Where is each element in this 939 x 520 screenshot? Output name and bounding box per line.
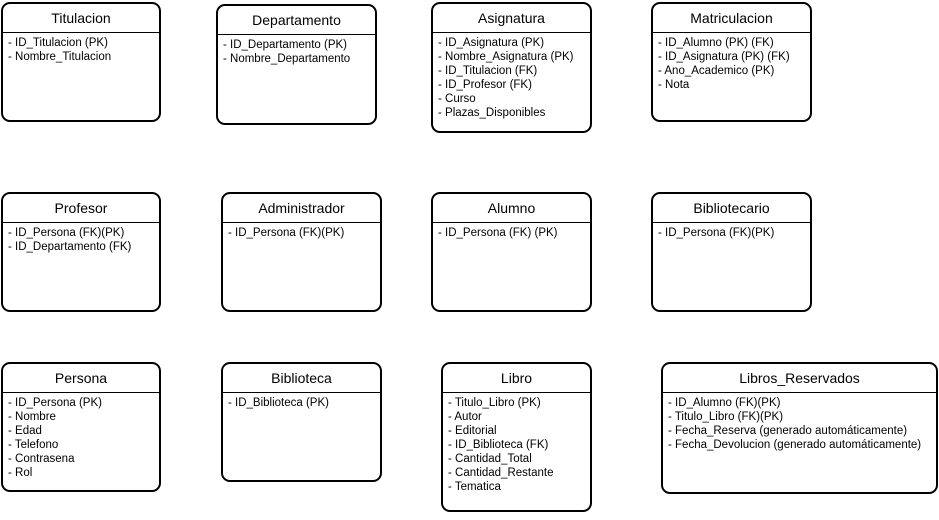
attribute-item: - Fecha_Devolucion (generado automáticam… xyxy=(668,439,922,451)
attribute-item: - Ano_Academico (PK) xyxy=(658,65,775,77)
entity-title: Libro xyxy=(443,364,590,393)
entity-title: Biblioteca xyxy=(223,364,380,393)
attribute-item: - Plazas_Disponibles xyxy=(438,107,546,119)
attribute-list: - ID_Persona (FK)(PK) xyxy=(223,223,380,240)
attribute-item: - ID_Asignatura (PK) xyxy=(438,37,545,49)
entity-asignatura[interactable]: Asignatura - ID_Asignatura (PK) - Nombre… xyxy=(431,2,592,133)
attribute-list: - ID_Persona (PK) - Nombre - Edad - Tele… xyxy=(3,393,159,480)
attribute-item: - Nombre_Asignatura (PK) xyxy=(438,51,574,63)
attribute-item: - Nombre xyxy=(8,411,56,423)
attribute-item: - Cantidad_Restante xyxy=(448,467,554,479)
attribute-item: - ID_Persona (FK)(PK) xyxy=(8,227,125,239)
attribute-item: - Titulo_Libro (FK)(PK) xyxy=(668,411,784,423)
entity-title: Profesor xyxy=(3,194,159,223)
attribute-item: - Fecha_Reserva (generado automáticament… xyxy=(668,425,908,437)
attribute-list: - ID_Asignatura (PK) - Nombre_Asignatura… xyxy=(433,33,590,120)
attribute-item: - ID_Persona (FK) (PK) xyxy=(438,227,558,239)
attribute-item: - Nombre_Departamento xyxy=(223,53,351,65)
entity-persona[interactable]: Persona - ID_Persona (PK) - Nombre - Eda… xyxy=(1,362,161,492)
attribute-item: - ID_Persona (FK)(PK) xyxy=(228,227,345,239)
attribute-list: - ID_Persona (FK) (PK) xyxy=(433,223,590,240)
entity-matriculacion[interactable]: Matriculacion - ID_Alumno (PK) (FK) - ID… xyxy=(651,2,812,122)
attribute-item: - ID_Departamento (PK) xyxy=(223,39,347,51)
attribute-list: - ID_Persona (FK)(PK) xyxy=(653,223,810,240)
attribute-list: - ID_Departamento (PK) - Nombre_Departam… xyxy=(218,35,375,66)
attribute-list: - ID_Titulacion (PK) - Nombre_Titulacion xyxy=(3,33,159,64)
entity-bibliotecario[interactable]: Bibliotecario - ID_Persona (FK)(PK) xyxy=(651,192,812,312)
entity-biblioteca[interactable]: Biblioteca - ID_Biblioteca (PK) xyxy=(221,362,382,482)
attribute-item: - Nombre_Titulacion xyxy=(8,51,112,63)
attribute-list: - ID_Persona (FK)(PK) - ID_Departamento … xyxy=(3,223,159,254)
attribute-item: - ID_Asignatura (PK) (FK) xyxy=(658,51,790,63)
attribute-item: - Editorial xyxy=(448,425,497,437)
entity-title: Administrador xyxy=(223,194,380,223)
attribute-item: - ID_Biblioteca (PK) xyxy=(228,397,329,409)
attribute-item: - Telefono xyxy=(8,439,59,451)
entity-libro[interactable]: Libro - Titulo_Libro (PK) - Autor - Edit… xyxy=(441,362,592,512)
attribute-item: - Titulo_Libro (PK) xyxy=(448,397,541,409)
entity-title: Matriculacion xyxy=(653,4,810,33)
entity-title: Departamento xyxy=(218,6,375,35)
attribute-list: - ID_Alumno (PK) (FK) - ID_Asignatura (P… xyxy=(653,33,810,92)
entity-libros-reservados[interactable]: Libros_Reservados - ID_Alumno (FK)(PK) -… xyxy=(661,362,938,494)
entity-titulacion[interactable]: Titulacion - ID_Titulacion (PK) - Nombre… xyxy=(1,2,161,122)
entity-title: Asignatura xyxy=(433,4,590,33)
attribute-item: - ID_Alumno (PK) (FK) xyxy=(658,37,774,49)
attribute-item: - Curso xyxy=(438,93,476,105)
attribute-list: - Titulo_Libro (PK) - Autor - Editorial … xyxy=(443,393,590,494)
attribute-item: - Tematica xyxy=(448,481,501,493)
attribute-item: - ID_Alumno (FK)(PK) xyxy=(668,397,781,409)
entity-title: Alumno xyxy=(433,194,590,223)
attribute-item: - Edad xyxy=(8,425,42,437)
attribute-item: - ID_Persona (FK)(PK) xyxy=(658,227,775,239)
attribute-item: - Nota xyxy=(658,79,690,91)
entity-alumno[interactable]: Alumno - ID_Persona (FK) (PK) xyxy=(431,192,592,312)
attribute-item: - ID_Departamento (FK) xyxy=(8,241,132,253)
attribute-item: - ID_Profesor (FK) xyxy=(438,79,532,91)
entity-departamento[interactable]: Departamento - ID_Departamento (PK) - No… xyxy=(216,4,377,125)
entity-profesor[interactable]: Profesor - ID_Persona (FK)(PK) - ID_Depa… xyxy=(1,192,161,312)
attribute-item: - Contrasena xyxy=(8,453,75,465)
attribute-item: - Rol xyxy=(8,467,33,479)
entity-title: Libros_Reservados xyxy=(663,364,936,393)
attribute-item: - Autor xyxy=(448,411,482,423)
attribute-list: - ID_Alumno (FK)(PK) - Titulo_Libro (FK)… xyxy=(663,393,936,452)
entity-administrador[interactable]: Administrador - ID_Persona (FK)(PK) xyxy=(221,192,382,312)
attribute-item: - ID_Biblioteca (FK) xyxy=(448,439,549,451)
attribute-item: - ID_Titulacion (PK) xyxy=(8,37,108,49)
attribute-item: - Cantidad_Total xyxy=(448,453,532,465)
entity-title: Bibliotecario xyxy=(653,194,810,223)
attribute-item: - ID_Persona (PK) xyxy=(8,397,102,409)
entity-title: Titulacion xyxy=(3,4,159,33)
attribute-item: - ID_Titulacion (FK) xyxy=(438,65,538,77)
attribute-list: - ID_Biblioteca (PK) xyxy=(223,393,380,410)
entity-title: Persona xyxy=(3,364,159,393)
